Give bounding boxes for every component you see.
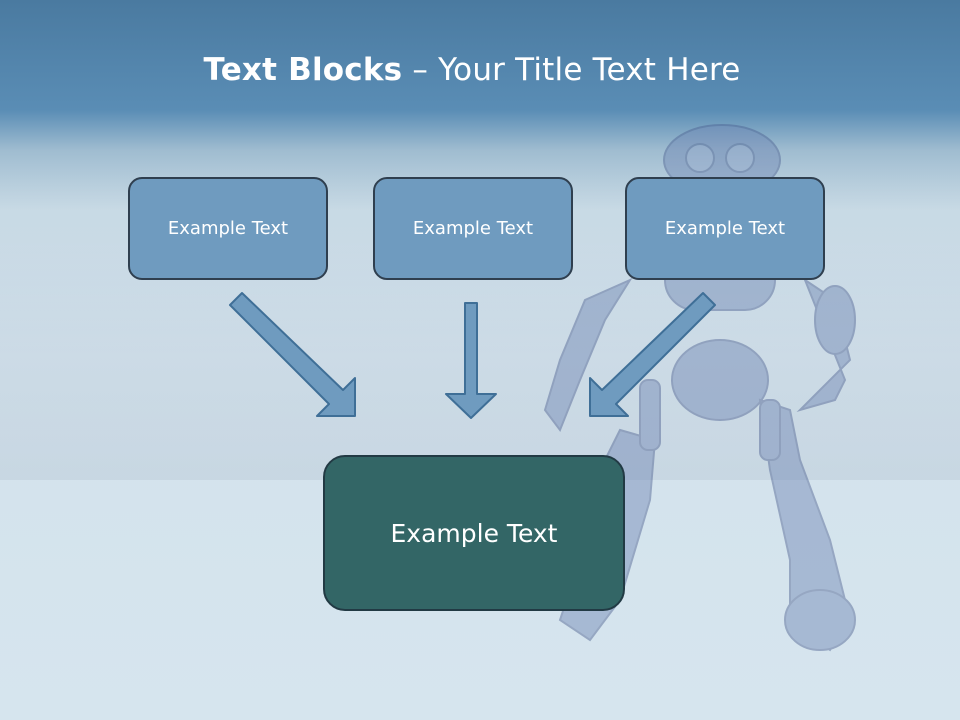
arrow-left xyxy=(229,292,356,417)
title-dash: – xyxy=(402,52,439,88)
arrow-center xyxy=(445,302,497,419)
slide-title: Text Blocks – Your Title Text Here xyxy=(0,52,944,88)
title-rest: Your Title Text Here xyxy=(438,52,741,88)
text-block-2: Example Text xyxy=(373,177,573,280)
text-block-1: Example Text xyxy=(128,177,328,280)
text-block-3: Example Text xyxy=(625,177,825,280)
title-bold: Text Blocks xyxy=(203,52,403,88)
arrow-right xyxy=(589,292,716,417)
main-text-block: Example Text xyxy=(323,455,625,611)
